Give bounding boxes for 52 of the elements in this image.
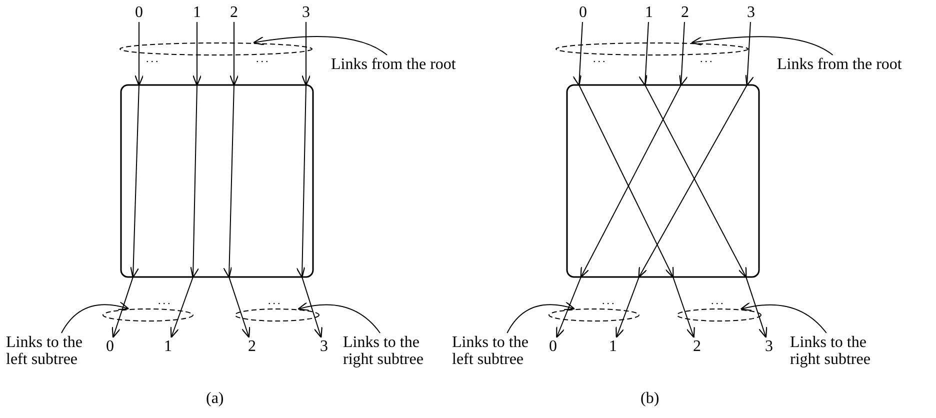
port-number: 2 — [678, 4, 692, 21]
leader-arrow — [506, 302, 575, 334]
link-bundle-ellipse — [676, 308, 762, 322]
port-number: 2 — [245, 338, 259, 355]
port-number: 3 — [744, 4, 758, 21]
port-number: 1 — [161, 338, 175, 355]
port-number: 3 — [317, 338, 331, 355]
port-number: 0 — [576, 4, 590, 21]
callout-text: Links to the left subtree — [6, 334, 98, 368]
link-bundle-ellipse — [548, 308, 640, 322]
port-number: 3 — [299, 4, 313, 21]
leader-arrow — [298, 302, 381, 334]
port-number: 1 — [642, 4, 656, 21]
link-arrow — [112, 22, 143, 338]
leader-arrow — [253, 36, 388, 56]
link-bundle-ellipse — [119, 42, 313, 56]
link-arrow — [616, 22, 754, 338]
ellipsis-mark: ... — [593, 52, 608, 66]
callout-text: Links to the right subtree — [790, 334, 890, 368]
port-number: 2 — [690, 338, 704, 355]
link-bundle-ellipse — [555, 42, 749, 56]
link-arrow — [170, 22, 201, 338]
panel-caption: (b) — [640, 392, 660, 406]
port-number: 0 — [103, 338, 117, 355]
link-arrow — [556, 22, 688, 338]
callout-text: Links to the left subtree — [452, 334, 544, 368]
callout-text: Links from the root — [331, 56, 466, 73]
link-bundle-ellipse — [234, 308, 320, 322]
port-number: 1 — [190, 4, 204, 21]
port-number: 0 — [546, 338, 560, 355]
leader-arrow — [740, 302, 827, 334]
port-number: 3 — [762, 338, 776, 355]
ellipsis-mark: ... — [602, 294, 616, 308]
link-arrow — [639, 22, 768, 338]
ellipsis-mark: ... — [256, 52, 270, 66]
port-number: 0 — [132, 4, 146, 21]
ellipsis-mark: ... — [711, 294, 726, 308]
port-number: 1 — [606, 338, 620, 355]
ellipsis-mark: ... — [158, 294, 172, 308]
link-arrow — [296, 22, 322, 338]
leader-arrow — [60, 302, 130, 334]
port-number: 2 — [227, 4, 241, 21]
ellipsis-mark: ... — [268, 294, 282, 308]
callout-text: Links to the right subtree — [343, 334, 443, 368]
callout-text: Links from the root — [777, 56, 912, 73]
leader-arrow — [691, 36, 834, 56]
link-bundle-ellipse — [102, 308, 194, 322]
link-arrow — [224, 22, 250, 338]
ellipsis-mark: ... — [700, 52, 714, 66]
panel-caption: (a) — [206, 392, 224, 406]
ellipsis-mark: ... — [146, 52, 160, 66]
link-arrow — [573, 22, 695, 338]
